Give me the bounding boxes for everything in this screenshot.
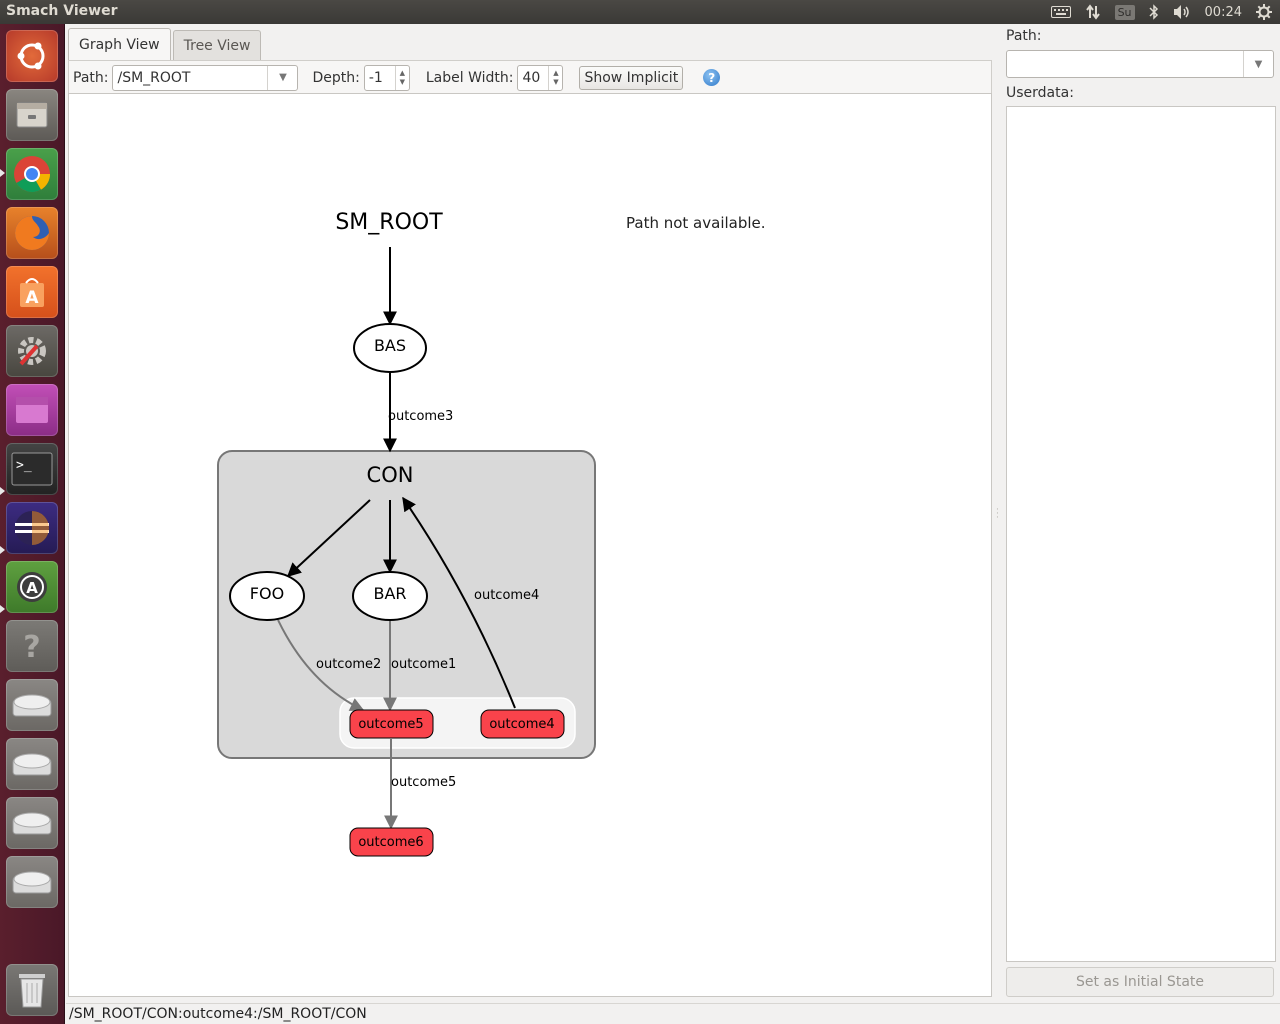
window-title: Smach Viewer [6,3,118,19]
firefox-icon[interactable] [6,207,58,259]
splitter-handle[interactable]: ··· [996,505,999,523]
right-path-label: Path: [1006,28,1042,44]
edge-label-outcome4: outcome4 [474,588,539,603]
edge-outcome2 [277,619,365,711]
eclipse-icon[interactable] [6,502,58,554]
outcome4-node-label: outcome4 [489,717,554,732]
drive-icon[interactable] [6,797,58,849]
edge-label-outcome5: outcome5 [391,775,456,790]
network-icon[interactable] [1085,3,1101,21]
svg-text:?: ? [23,630,40,663]
help-icon[interactable]: ? [6,620,58,672]
status-bar: /SM_ROOT/CON:outcome4:/SM_ROOT/CON [66,1003,1280,1024]
userdata-panel[interactable] [1006,106,1276,962]
trash-icon[interactable] [6,964,58,1016]
bluetooth-icon[interactable] [1149,3,1159,21]
show-implicit-button[interactable]: Show Implicit [579,65,684,90]
path-combobox[interactable]: /SM_ROOT ▼ [112,64,299,91]
outcome6-node[interactable] [349,827,434,857]
help-icon[interactable]: ? [703,69,721,86]
keyboard-icon[interactable] [1050,3,1071,21]
state-machine-graph[interactable]: SM_ROOT BAS CON FOO BAR outcome5 outcome… [69,94,991,996]
outcome4-node[interactable] [480,709,565,739]
root-label[interactable]: SM_ROOT [335,210,443,235]
running-indicator [0,546,5,554]
depth-label: Depth: [312,69,360,86]
software-updater-icon[interactable]: A [6,561,58,613]
tab-tree-view[interactable]: Tree View [172,30,262,60]
set-initial-state-button[interactable]: Set as Initial State [1006,967,1274,997]
state-bas-label: BAS [374,336,406,355]
files-icon[interactable] [6,89,58,141]
outcome5-node[interactable] [349,709,434,739]
container-con-label: CON [367,463,414,487]
system-tray: Su 00:24 [1050,0,1280,24]
state-bar[interactable] [352,571,428,621]
user-indicator[interactable]: Su [1114,4,1135,20]
edge-con-foo [286,499,371,577]
drive-icon[interactable] [6,738,58,790]
software-center-icon[interactable]: A [6,266,58,318]
svg-text:A: A [25,288,39,308]
outcome5-node-label: outcome5 [358,717,423,732]
state-foo-label: FOO [250,584,284,603]
chrome-icon[interactable] [6,148,58,200]
chevron-down-icon[interactable]: ▼ [1243,51,1273,77]
volume-icon[interactable] [1173,3,1191,21]
spin-arrows-icon[interactable]: ▲▼ [548,65,562,90]
right-path-combobox[interactable]: ▼ [1006,50,1274,78]
label-width-value: 40 [522,69,541,86]
drive-icon[interactable] [6,679,58,731]
outcome6-node-label: outcome6 [358,835,423,850]
label-width-label: Label Width: [425,69,514,86]
running-indicator [0,169,5,177]
running-indicator [0,487,5,495]
edge-label-outcome2: outcome2 [316,657,381,672]
running-indicator [0,605,5,613]
edge-outcome4 [402,496,516,709]
clock[interactable]: 00:24 [1204,4,1242,20]
graph-canvas[interactable]: SM_ROOT BAS CON FOO BAR outcome5 outcome… [68,93,992,997]
spin-arrows-icon[interactable]: ▲▼ [394,65,409,90]
power-gear-icon[interactable] [1256,3,1272,21]
system-settings-icon[interactable] [6,325,58,377]
state-bar-label: BAR [373,584,406,603]
label-width-spinbox[interactable]: 40 ▲▼ [517,64,564,91]
depth-spinbox[interactable]: -1 ▲▼ [363,64,410,91]
workspace-switcher-icon[interactable] [6,384,58,436]
path-status-message: Path not available. [626,214,766,232]
state-bas[interactable] [353,323,427,373]
graph-toolbar: Path: /SM_ROOT ▼ Depth: -1 ▲▼ Label Widt… [68,60,992,94]
edge-label-outcome1: outcome1 [391,657,456,672]
edge-label-outcome3: outcome3 [388,409,453,424]
svg-text:A: A [26,579,38,597]
chevron-down-icon[interactable]: ▼ [267,65,297,90]
path-label: Path: [73,69,109,86]
depth-value: -1 [368,69,383,86]
top-panel: Smach Viewer Su 00:24 [0,0,1280,24]
state-foo[interactable] [229,571,305,621]
launcher: A >_ A ? [0,24,65,1024]
view-tabs: Graph View Tree View [68,28,263,60]
drive-icon[interactable] [6,856,58,908]
svg-text:>_: >_ [16,458,32,473]
tab-graph-view[interactable]: Graph View [68,28,171,60]
userdata-label: Userdata: [1006,85,1074,101]
ubuntu-dash-icon[interactable] [6,30,58,82]
path-value: /SM_ROOT [117,69,191,86]
terminal-icon[interactable]: >_ [6,443,58,495]
